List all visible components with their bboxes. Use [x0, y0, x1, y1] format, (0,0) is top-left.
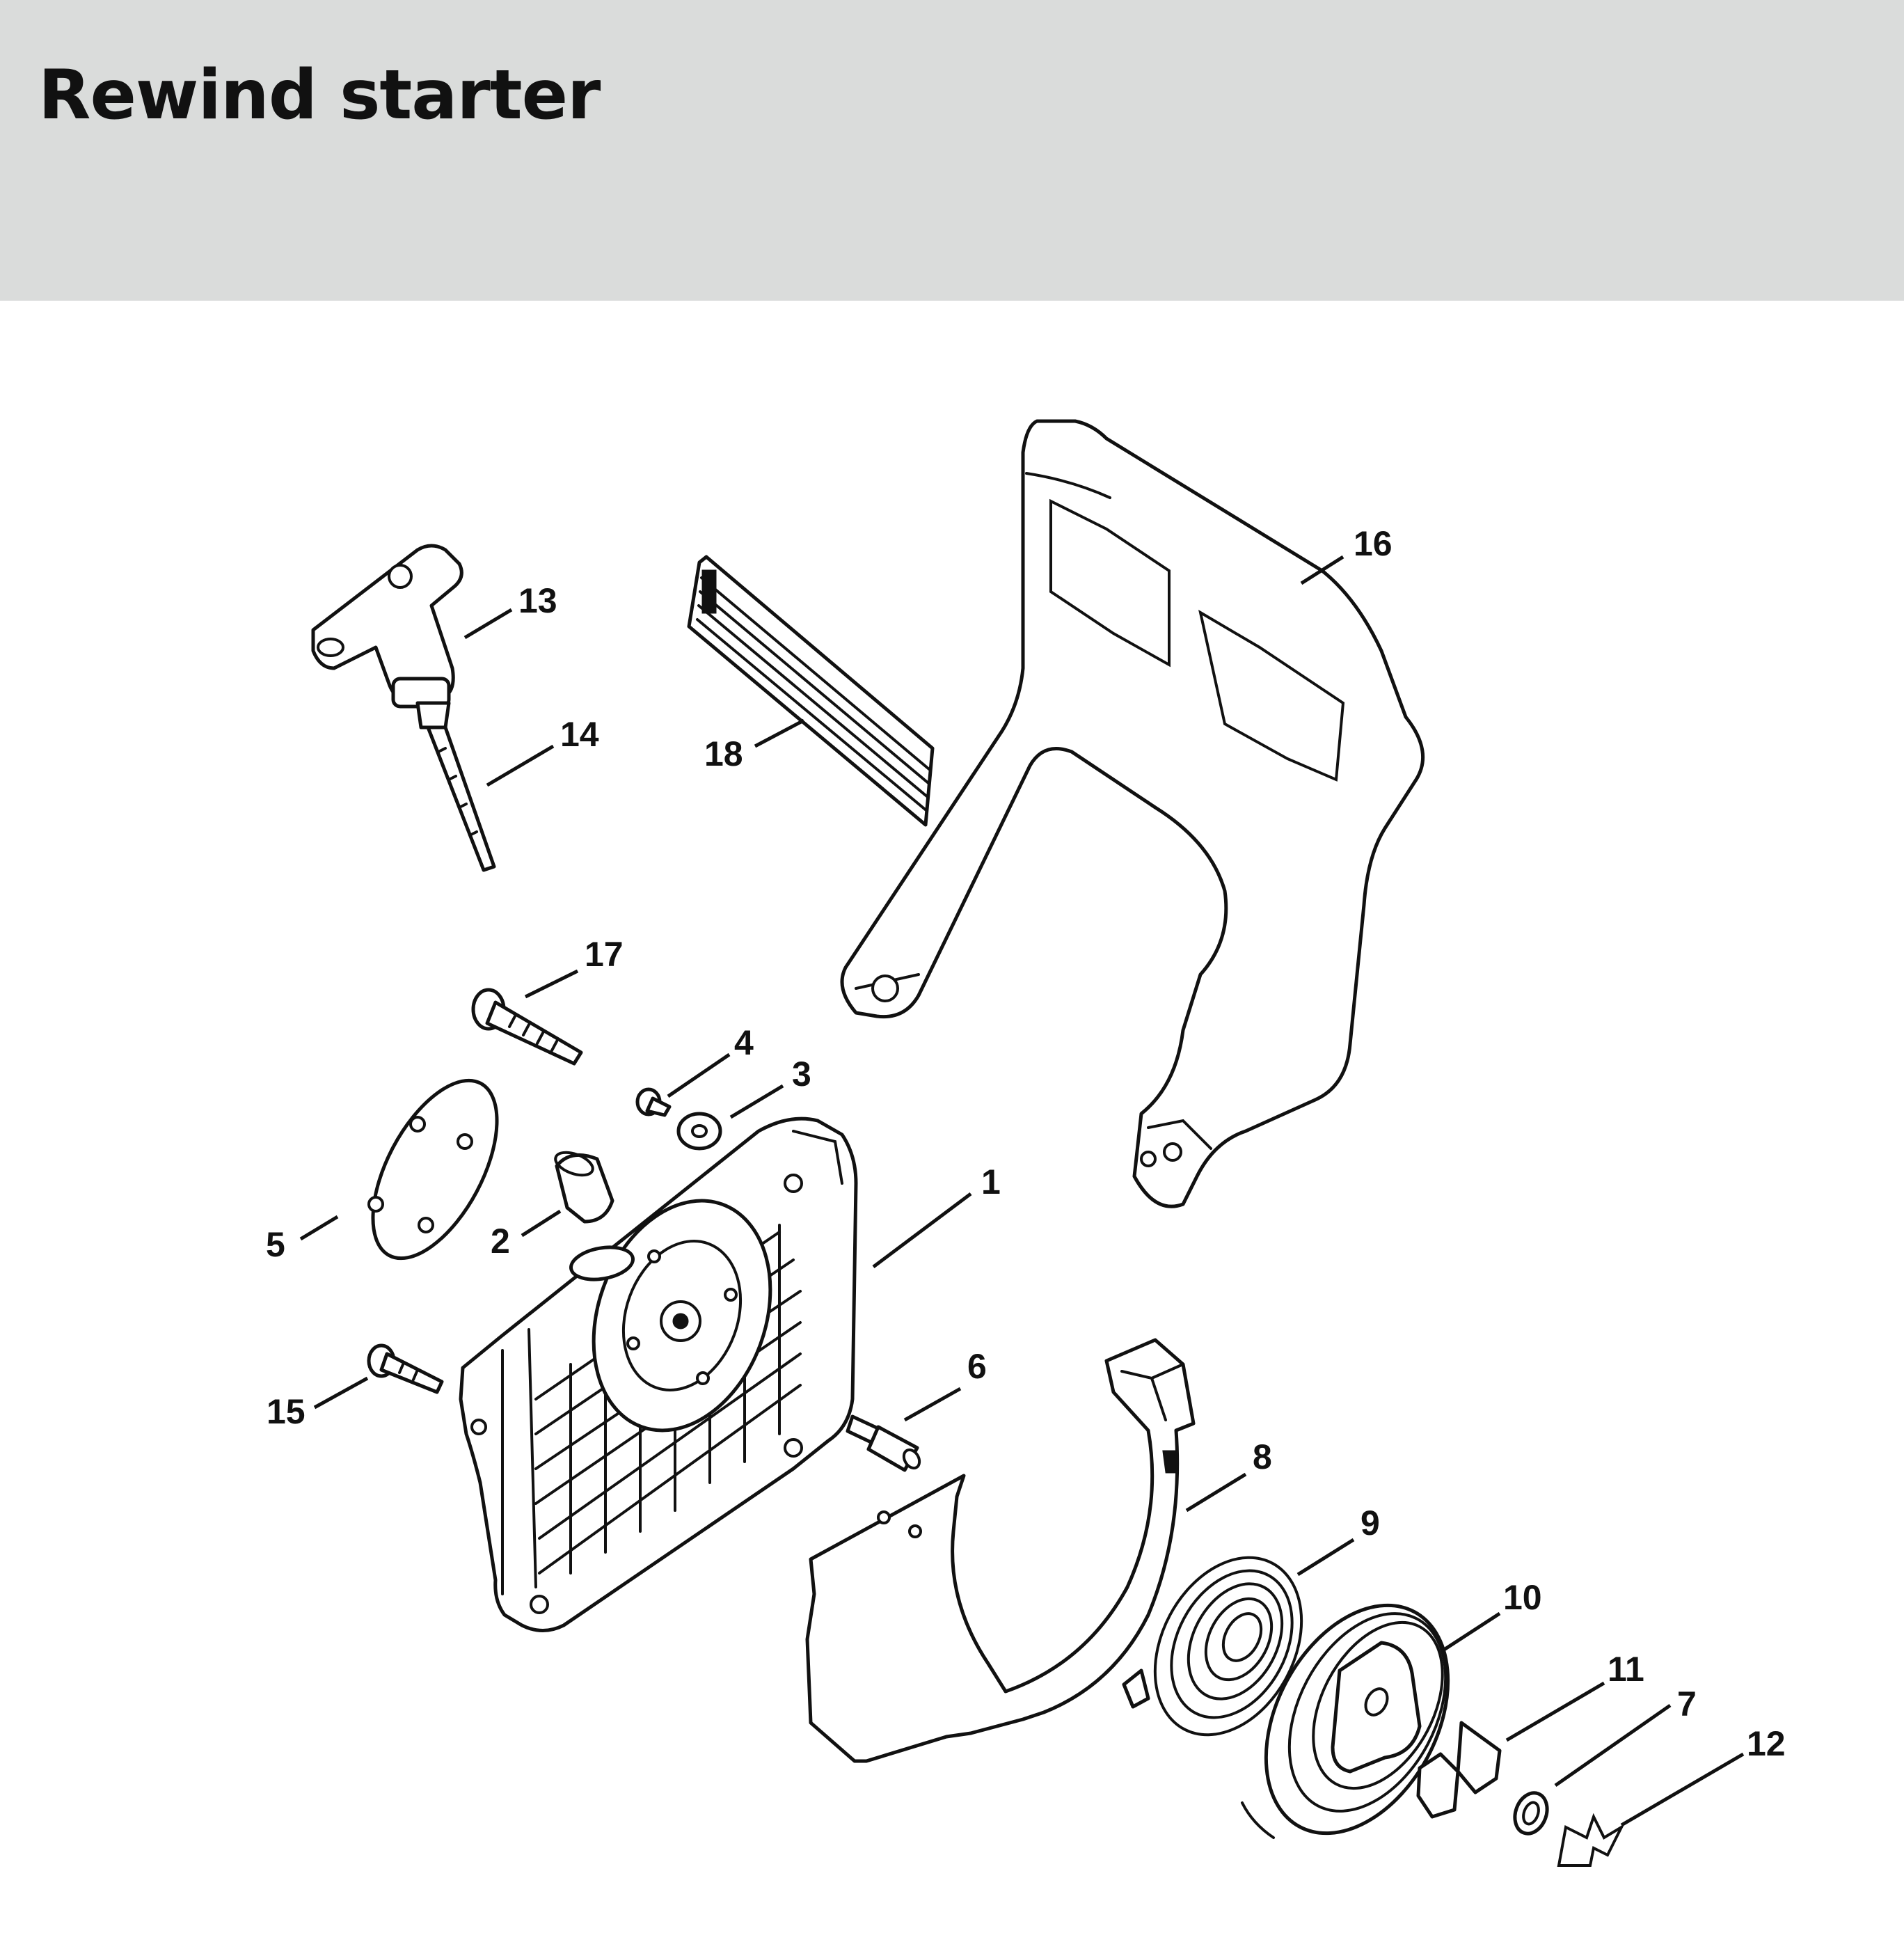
part-pawl — [1416, 1721, 1502, 1819]
label-5: 5 — [266, 1225, 285, 1264]
leader-7 — [1554, 1703, 1672, 1788]
leader-1 — [872, 1192, 972, 1268]
leader-15 — [313, 1376, 369, 1410]
part-spring-clip — [1557, 1813, 1625, 1867]
leader-12 — [1620, 1752, 1745, 1827]
part-starter-rope — [415, 701, 496, 872]
label-13: 13 — [518, 581, 557, 620]
label-3: 3 — [792, 1055, 811, 1094]
part-starter-grip — [311, 544, 463, 709]
part-knob — [554, 1151, 614, 1224]
leader-18 — [754, 718, 805, 748]
part-cover-plate — [367, 1078, 499, 1261]
part-label-sticker — [687, 555, 935, 827]
leader-11 — [1505, 1681, 1605, 1742]
label-8: 8 — [1253, 1437, 1272, 1476]
part-hand-guard — [840, 419, 1425, 1208]
label-12: 12 — [1747, 1724, 1786, 1763]
leader-3 — [729, 1084, 784, 1119]
label-16: 16 — [1354, 524, 1393, 563]
label-18: 18 — [704, 734, 743, 773]
header-bar: Rewind starter — [0, 0, 1904, 301]
leader-5 — [299, 1215, 339, 1241]
label-9: 9 — [1360, 1504, 1380, 1542]
leader-10 — [1443, 1611, 1501, 1652]
label-17: 17 — [585, 935, 624, 974]
label-11: 11 — [1608, 1650, 1644, 1689]
part-rewind-spring — [1122, 1556, 1303, 1737]
leader-2 — [521, 1209, 562, 1238]
part-starter-cover — [459, 1116, 858, 1632]
part-rope-rotor — [1241, 1603, 1450, 1839]
part-short-screw — [367, 1343, 444, 1394]
leader-14 — [486, 744, 555, 787]
label-2: 2 — [491, 1222, 510, 1261]
leader-17 — [524, 969, 579, 999]
label-14: 14 — [560, 715, 599, 754]
leader-9 — [1296, 1538, 1355, 1577]
leader-8 — [1185, 1472, 1247, 1513]
leader-13 — [463, 608, 513, 640]
part-washer — [676, 1112, 722, 1151]
leader-16 — [1300, 555, 1344, 585]
part-guide-plate — [805, 1338, 1196, 1763]
page-title: Rewind starter — [38, 56, 601, 135]
label-4: 4 — [734, 1023, 754, 1062]
label-1: 1 — [981, 1162, 1001, 1201]
label-15: 15 — [267, 1392, 306, 1431]
label-7: 7 — [1677, 1684, 1697, 1723]
part-long-screw — [471, 988, 583, 1066]
leader-4 — [667, 1052, 731, 1098]
part-ring — [1513, 1791, 1549, 1836]
leader-6 — [903, 1387, 962, 1422]
part-spacer-stud — [846, 1414, 921, 1472]
label-6: 6 — [967, 1347, 987, 1386]
part-small-screw — [635, 1087, 672, 1117]
callouts: 1 2 3 4 5 6 7 8 9 10 11 12 13 14 15 16 1 — [266, 524, 1786, 1827]
label-10: 10 — [1503, 1578, 1542, 1617]
